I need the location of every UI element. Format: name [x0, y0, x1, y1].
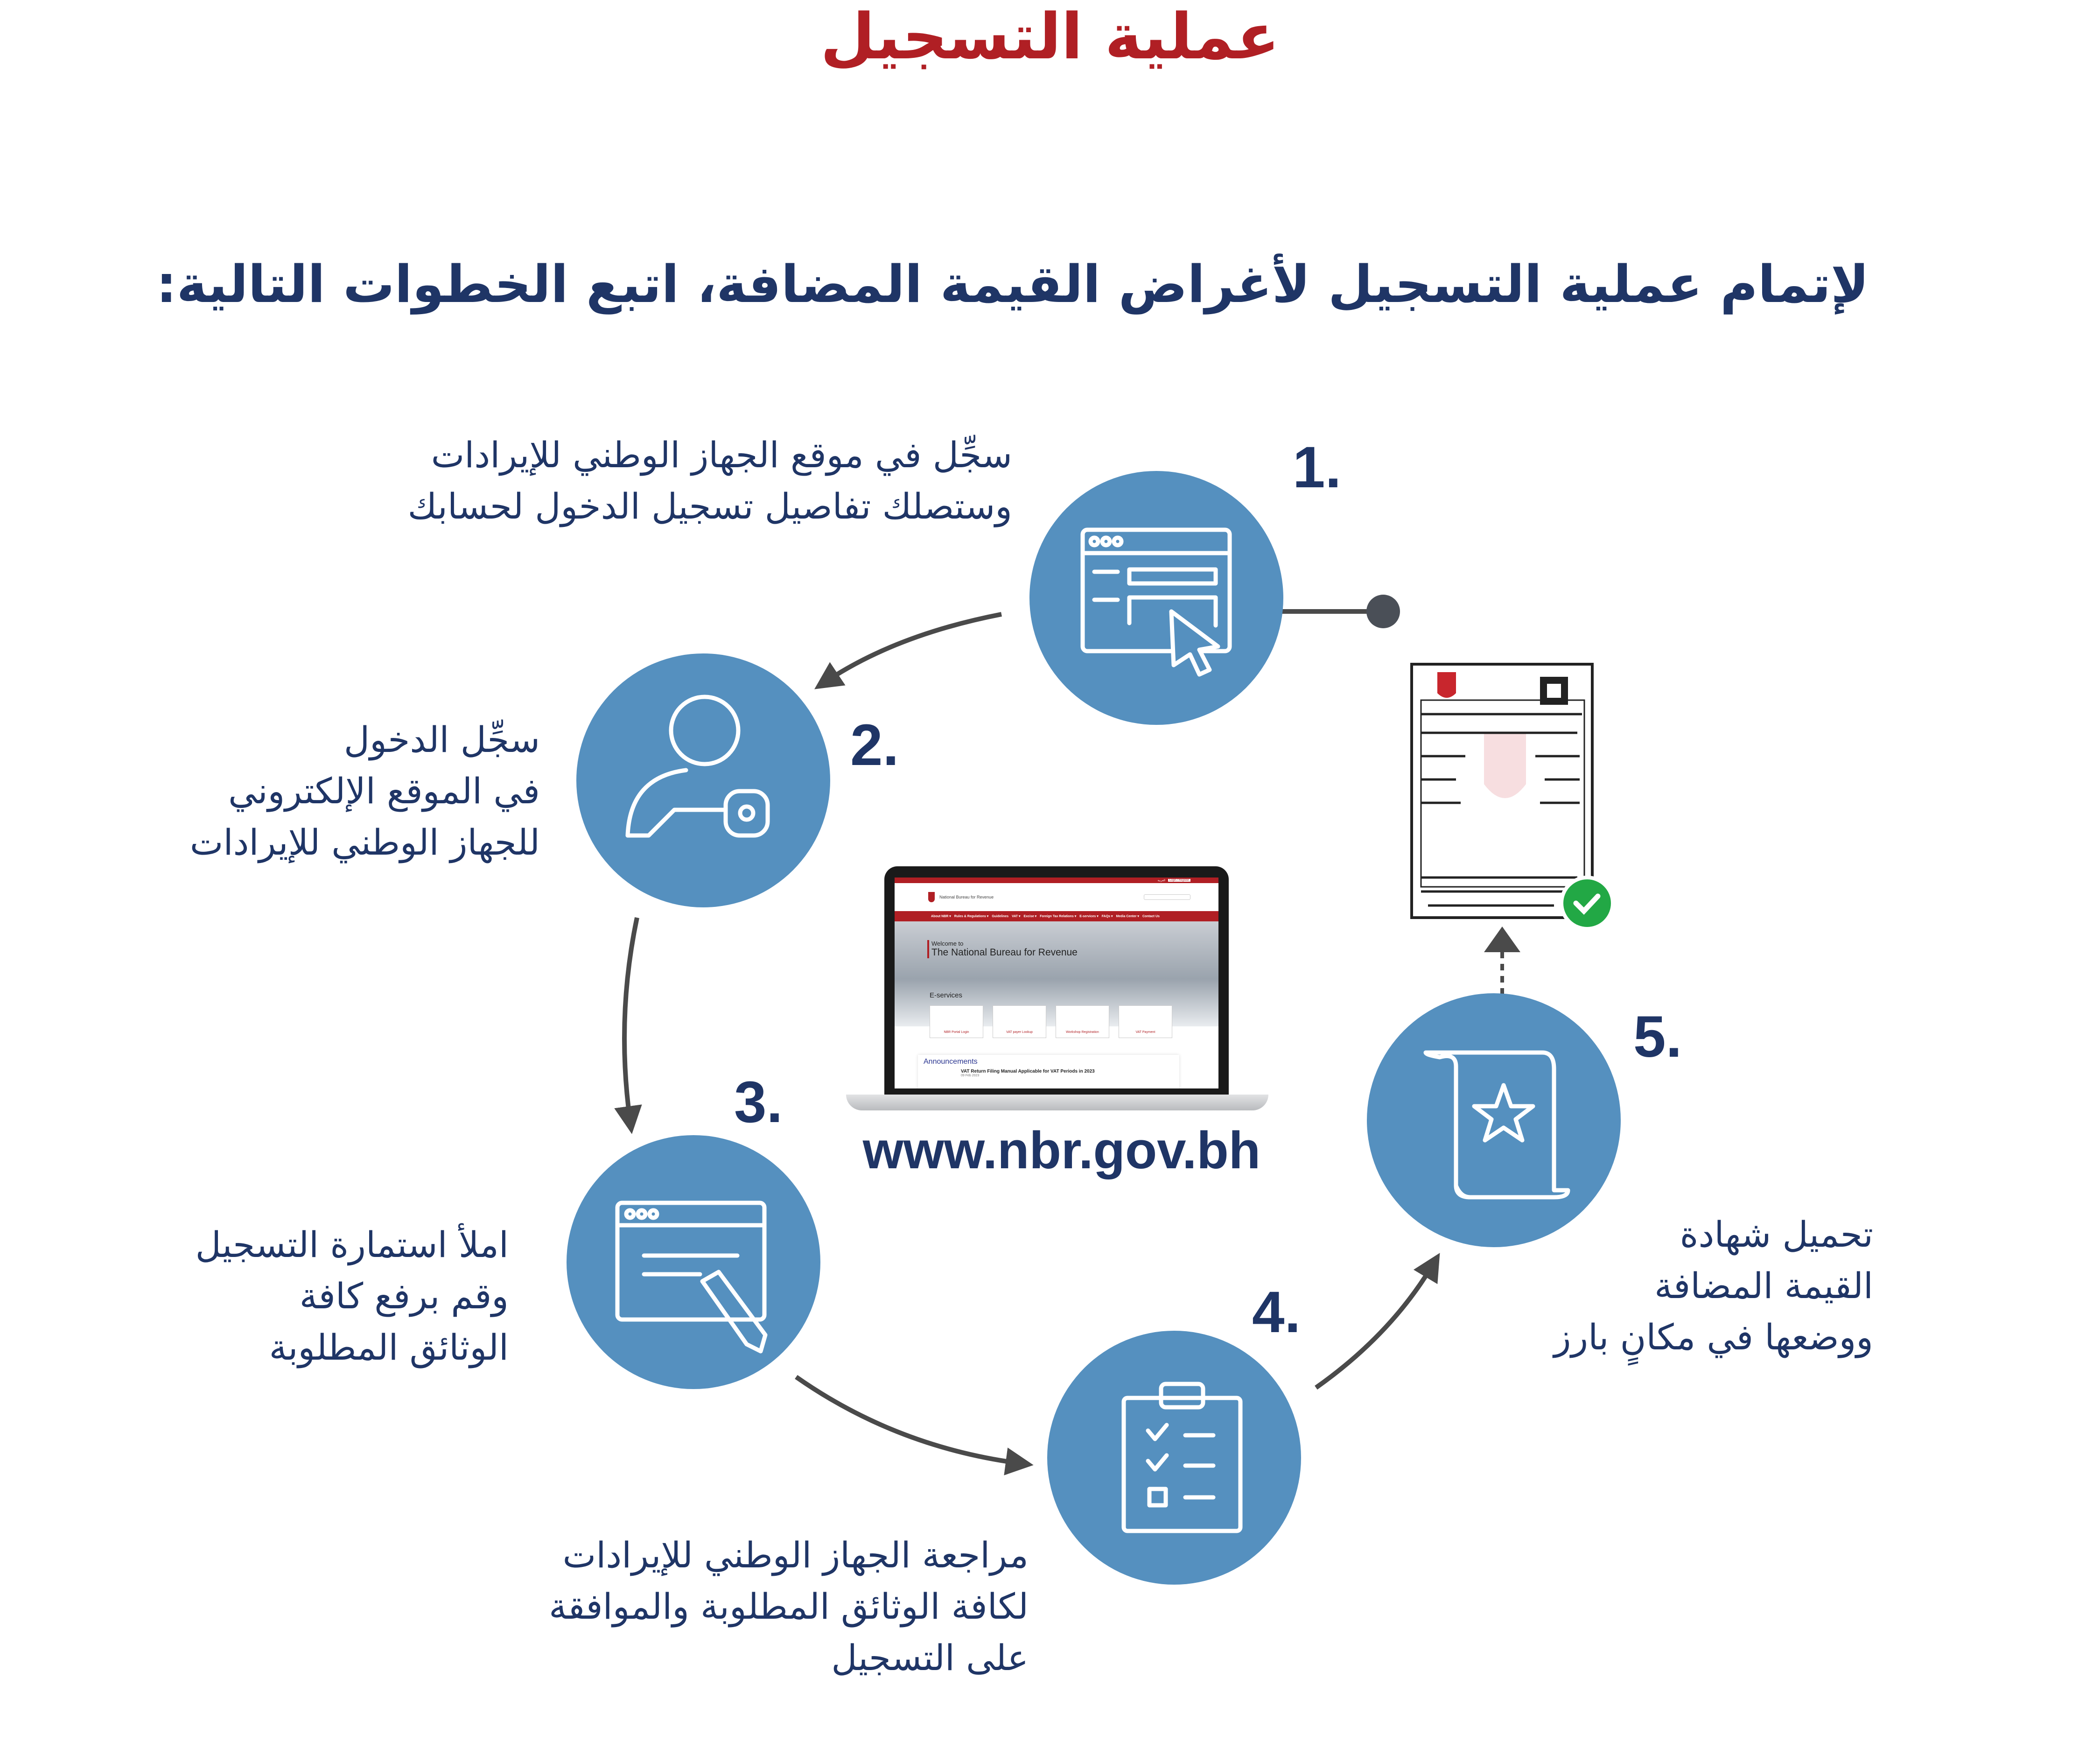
site-nav: About NBR ▾ Rules & Regulations ▾ Guidel…	[895, 911, 1218, 921]
connector-dot	[1366, 595, 1400, 628]
arrow-2-to-3	[614, 917, 642, 1134]
step-2-circle	[576, 653, 830, 907]
site-hero: Welcome to The National Bureau for Reven…	[895, 921, 1218, 1038]
site-nav-item: FAQs ▾	[1101, 915, 1113, 918]
arrow-4-to-5	[1315, 1253, 1440, 1390]
step-3-circle	[567, 1135, 820, 1389]
subtitle: لإتمام عملية التسجيل لأغراض القيمة المضا…	[156, 254, 1869, 314]
site-eservice-cards: NBR Portal Login VAT payer Lookup Worksh…	[930, 1005, 1172, 1038]
site-nav-item: Guidelines	[992, 914, 1009, 918]
site-nav-item: VAT ▾	[1012, 915, 1021, 918]
laptop-base	[846, 1095, 1268, 1110]
arrow-3-to-4	[795, 1375, 1034, 1475]
step-3-line: الوثائق المطلوبة	[269, 1327, 509, 1368]
clipboard-checklist-icon	[1121, 1382, 1243, 1533]
site-nav-item: About NBR ▾	[931, 915, 951, 918]
step-1-line: وستصلك تفاصيل تسجيل الدخول لحسابك	[407, 485, 1012, 527]
certificate-star-icon	[1423, 1050, 1570, 1200]
step-2-line: سجِّل الدخول	[343, 719, 540, 760]
step-2-text: سجِّل الدخول في الموقع الإلكتروني للجهاز…	[190, 714, 540, 868]
website-screenshot: العربية Login / Register National Bureau…	[895, 878, 1218, 1088]
site-nav-item: Contact Us	[1142, 914, 1160, 918]
step-1-number: 1.	[1293, 435, 1342, 500]
site-eservice-card: NBR Portal Login	[930, 1005, 983, 1038]
step-4-number: 4.	[1252, 1280, 1301, 1345]
language-link: العربية	[1157, 879, 1165, 882]
step-2-line: في الموقع الإلكتروني	[228, 770, 540, 812]
site-search-box	[1144, 894, 1190, 900]
site-nav-item: Rules & Regulations ▾	[954, 915, 989, 918]
site-announcement-date: 09 Feb 2023	[961, 1074, 980, 1077]
site-eservice-card: VAT Payment	[1119, 1005, 1172, 1038]
site-nav-item: Excise ▾	[1023, 915, 1037, 918]
step-2-number: 2.	[850, 713, 899, 778]
step-5-number: 5.	[1633, 1004, 1682, 1069]
step-3-line: وقم برفع كافة	[299, 1275, 509, 1317]
step-3-text: املأ استمارة التسجيل وقم برفع كافة الوثا…	[196, 1219, 509, 1373]
site-nav-item: Foreign Tax Relations ▾	[1040, 915, 1077, 918]
laptop-mockup: العربية Login / Register National Bureau…	[884, 866, 1229, 1100]
step-5-line: ووضعها في مكانٍ بارز	[1554, 1316, 1873, 1358]
step-2-line: للجهاز الوطني للإيرادات	[189, 821, 540, 863]
site-announcements-label: Announcements	[924, 1058, 978, 1066]
site-top-bar: العربية Login / Register	[895, 878, 1218, 883]
site-nav-item: Media Center ▾	[1116, 915, 1139, 918]
step-3-number: 3.	[734, 1070, 783, 1135]
step-3-line: املأ استمارة التسجيل	[195, 1224, 509, 1265]
site-welcome-text: Welcome to	[931, 940, 964, 947]
site-header: National Bureau for Revenue	[895, 883, 1218, 911]
form-pen-icon	[615, 1200, 768, 1354]
website-url: www.nbr.gov.bh	[862, 1121, 1261, 1179]
step-4-text: مراجعة الجهاز الوطني للإيرادات لكافة الو…	[549, 1530, 1029, 1684]
login-register-link: Login / Register	[1168, 879, 1190, 882]
check-badge-icon	[1560, 876, 1615, 931]
site-eservice-card: VAT payer Lookup	[993, 1005, 1046, 1038]
bahrain-emblem-icon	[928, 892, 935, 902]
site-eservices-label: E-services	[930, 991, 963, 999]
step-4-line: على التسجيل	[831, 1637, 1029, 1678]
site-welcome: Welcome to The National Bureau for Reven…	[927, 940, 1078, 958]
site-nav-item: E-services ▾	[1079, 915, 1099, 918]
page-title: عملية التسجيل	[820, 0, 1280, 73]
arrow-1-to-2	[814, 612, 1002, 689]
step-5-line: تحميل شهادة	[1680, 1214, 1873, 1255]
step-4-line: لكافة الوثائق المطلوبة والموافقة	[549, 1586, 1029, 1627]
user-key-icon	[625, 695, 770, 838]
step-1-text: سجِّل في موقع الجهاز الوطني للإيرادات وس…	[408, 429, 1012, 532]
site-announcement-title: VAT Return Filing Manual Applicable for …	[961, 1069, 1095, 1074]
site-hero-title: The National Bureau for Revenue	[931, 947, 1078, 958]
step-4-line: مراجعة الجهاز الوطني للإيرادات	[562, 1534, 1029, 1576]
step-5-line: القيمة المضافة	[1654, 1265, 1873, 1306]
vat-certificate-image	[1410, 663, 1594, 919]
site-org-name: National Bureau for Revenue	[939, 895, 994, 899]
step-1-line: سجِّل في موقع الجهاز الوطني للإيرادات	[431, 434, 1012, 476]
arrow-head-up-icon	[1484, 927, 1520, 952]
step-4-circle	[1047, 1331, 1301, 1585]
site-eservice-card: Workshop Registration	[1056, 1005, 1109, 1038]
browser-cursor-icon	[1080, 527, 1232, 677]
site-announcements: Announcements VAT Return Filing Manual A…	[918, 1055, 1179, 1088]
step-5-text: تحميل شهادة القيمة المضافة ووضعها في مكا…	[1554, 1209, 1873, 1363]
